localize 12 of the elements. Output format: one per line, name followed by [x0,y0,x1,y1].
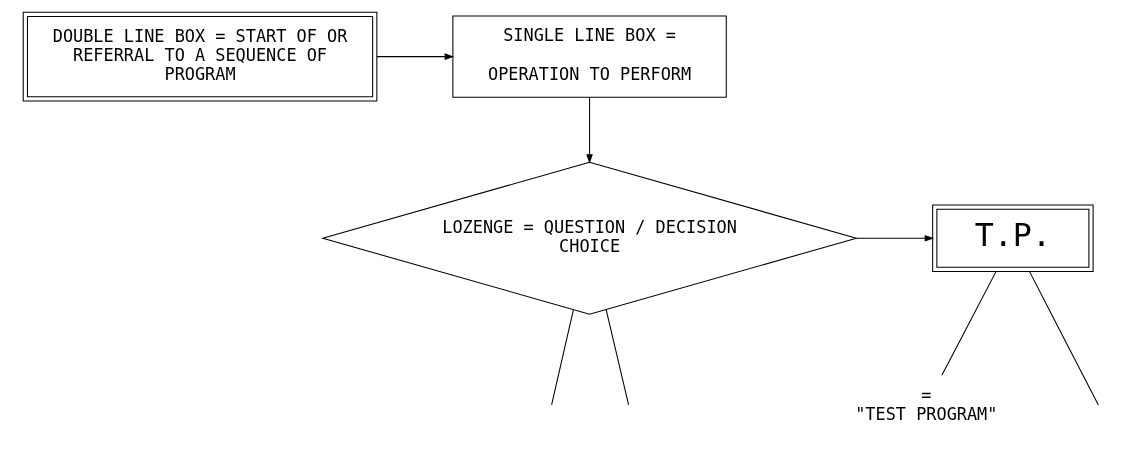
node-label: = [920,384,931,405]
connector [1028,271,1099,406]
arrow [585,97,593,164]
node-box: DOUBLE LINE BOX = START OF OR REFERRAL TO A SEQUENCE OF PROGRAM [22,11,377,102]
node-label: "TEST PROGRAM" [854,403,997,424]
arrow [375,53,454,60]
node-diamond: LOZENGE = QUESTION / DECISION CHOICE [320,161,858,315]
arrow [855,234,934,242]
node-box: SINGLE LINE BOX = OPERATION TO PERFORM [451,15,727,98]
connector [550,309,574,406]
node-box: T.P. [931,204,1094,272]
connector [605,309,629,406]
